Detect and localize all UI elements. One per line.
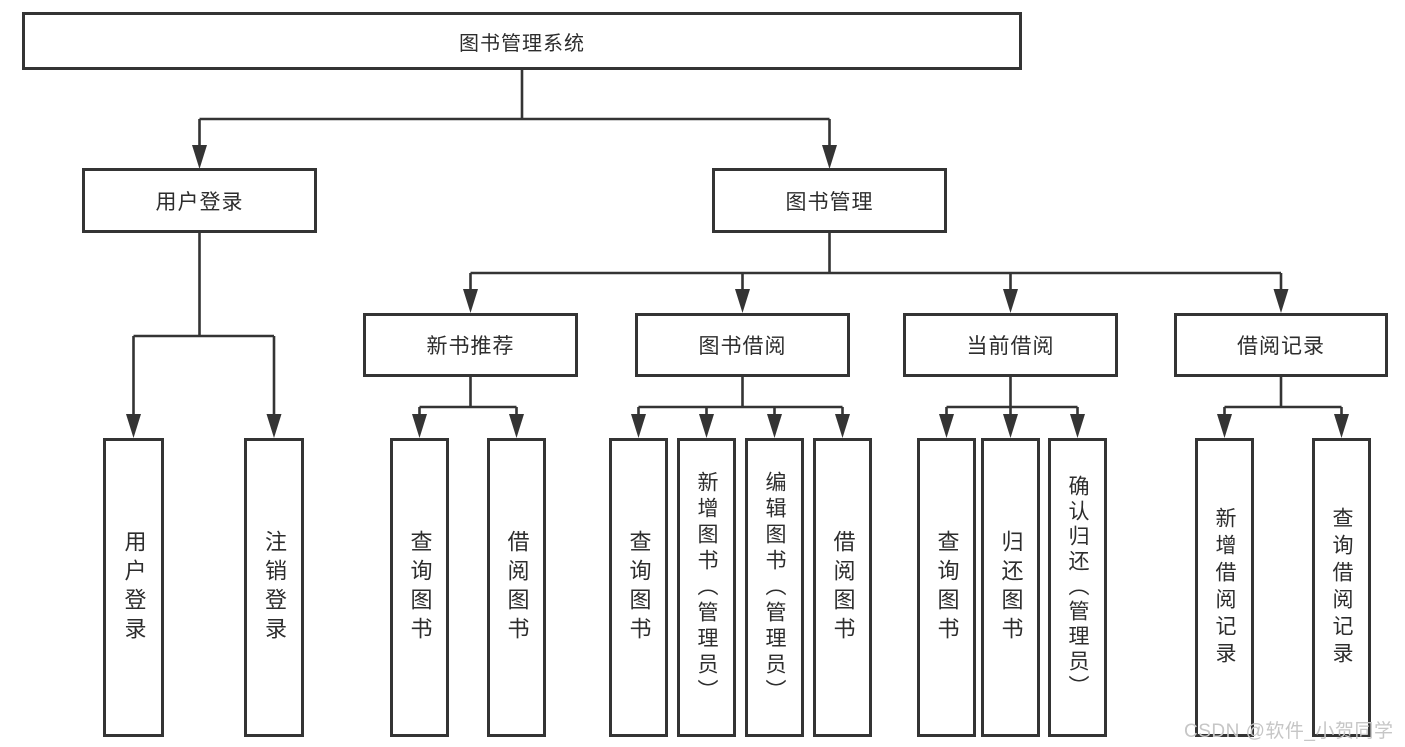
arrowhead — [192, 145, 207, 169]
node-user-login: 用户登录 — [82, 168, 317, 233]
node-return-books: 归还图书 — [981, 438, 1040, 737]
arrowhead — [1334, 414, 1349, 438]
arrowhead — [412, 414, 427, 438]
arrowhead — [1273, 289, 1289, 313]
node-library-system: 图书管理系统 — [22, 12, 1022, 70]
arrowhead — [767, 414, 782, 438]
node-borrow-books-action: 借阅图书 — [813, 438, 872, 737]
arrowhead — [509, 414, 524, 438]
node-add-book-admin: 新增图书（管理员） — [677, 438, 736, 737]
node-confirm-return-admin: 确认归还（管理员） — [1048, 438, 1107, 737]
node-book-borrow: 图书借阅 — [635, 313, 850, 377]
arrowhead — [1003, 414, 1018, 438]
node-current-borrow: 当前借阅 — [903, 313, 1118, 377]
node-borrow-records: 借阅记录 — [1174, 313, 1388, 377]
node-borrow-books-recommend: 借阅图书 — [487, 438, 546, 737]
arrowhead — [126, 414, 141, 438]
arrowhead — [699, 414, 714, 438]
node-query-books-recommend: 查询图书 — [390, 438, 449, 737]
arrowhead — [735, 289, 750, 313]
arrowhead — [266, 414, 282, 438]
arrowhead — [631, 414, 646, 438]
watermark: CSDN @软件_小贺同学 — [1184, 721, 1394, 742]
node-query-borrow-record: 查询借阅记录 — [1312, 438, 1371, 737]
arrowhead — [822, 145, 837, 169]
node-edit-book-admin: 编辑图书（管理员） — [745, 438, 804, 737]
node-add-borrow-record: 新增借阅记录 — [1195, 438, 1254, 737]
arrowhead — [1003, 289, 1018, 313]
node-logout: 注销登录 — [244, 438, 304, 737]
arrowhead — [463, 289, 478, 313]
arrowhead — [939, 414, 954, 438]
node-book-management: 图书管理 — [712, 168, 947, 233]
node-query-books-current: 查询图书 — [917, 438, 976, 737]
node-new-book-recommend: 新书推荐 — [363, 313, 578, 377]
arrowhead — [1070, 414, 1085, 438]
arrowhead — [835, 414, 850, 438]
arrowhead — [1217, 414, 1232, 438]
node-user-login-action: 用户登录 — [103, 438, 164, 737]
node-query-books-borrow: 查询图书 — [609, 438, 668, 737]
